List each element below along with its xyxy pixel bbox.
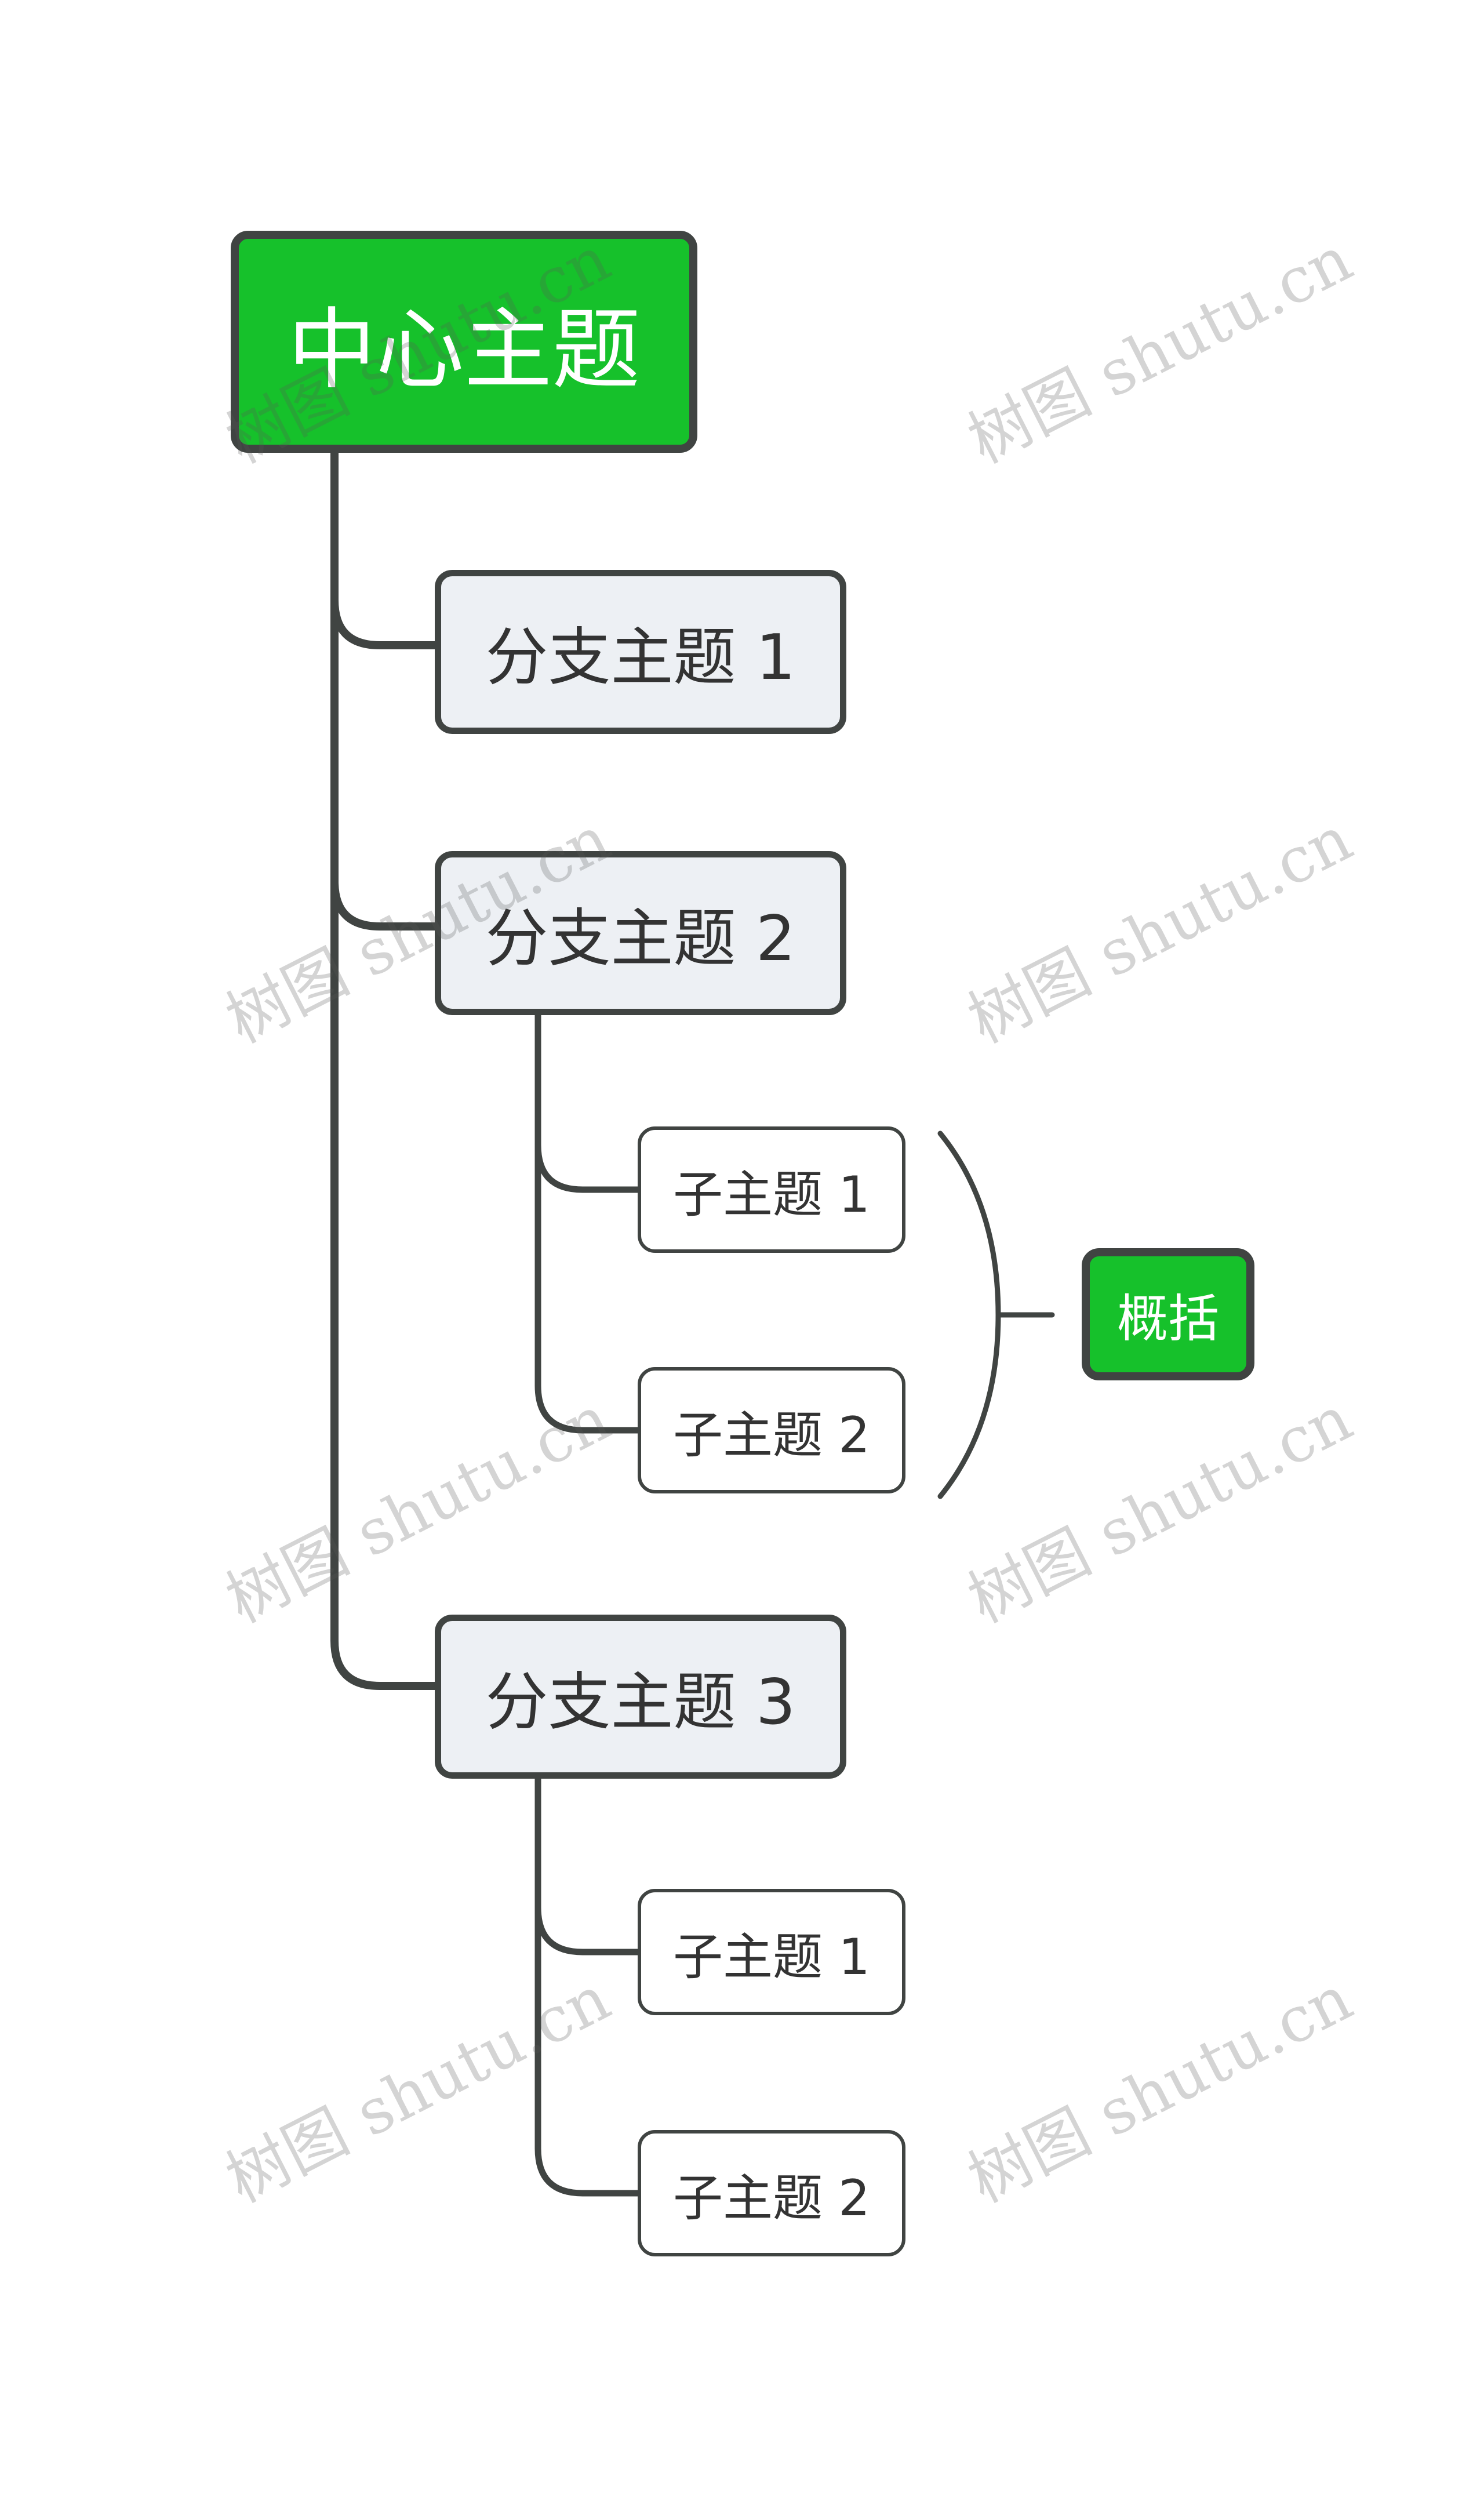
connector-branch-3-trunk [534,1765,641,2197]
connector-branch-2-trunk [534,1005,641,1434]
subtopic-2-1[interactable]: 子主题 1 [638,1126,905,1253]
connector-central-trunk [330,448,439,1690]
branch-topic-1[interactable]: 分支主题 1 [435,570,846,734]
summary-bracket [937,1131,1001,1499]
central-topic[interactable]: 中心主题 [231,231,697,453]
connector-branch-1 [330,596,439,649]
connector-branch-2-sub-1 [534,1142,641,1193]
subtopic-3-1[interactable]: 子主题 1 [638,1889,905,2015]
branch-topic-3[interactable]: 分支主题 3 [435,1615,846,1779]
connector-branch-2 [330,877,439,931]
subtopic-3-2[interactable]: 子主题 2 [638,2130,905,2256]
summary-topic[interactable]: 概括 [1082,1248,1254,1380]
subtopic-2-2[interactable]: 子主题 2 [638,1367,905,1493]
connector-branch-3-sub-1 [534,1904,641,1956]
branch-topic-2[interactable]: 分支主题 2 [435,851,846,1015]
